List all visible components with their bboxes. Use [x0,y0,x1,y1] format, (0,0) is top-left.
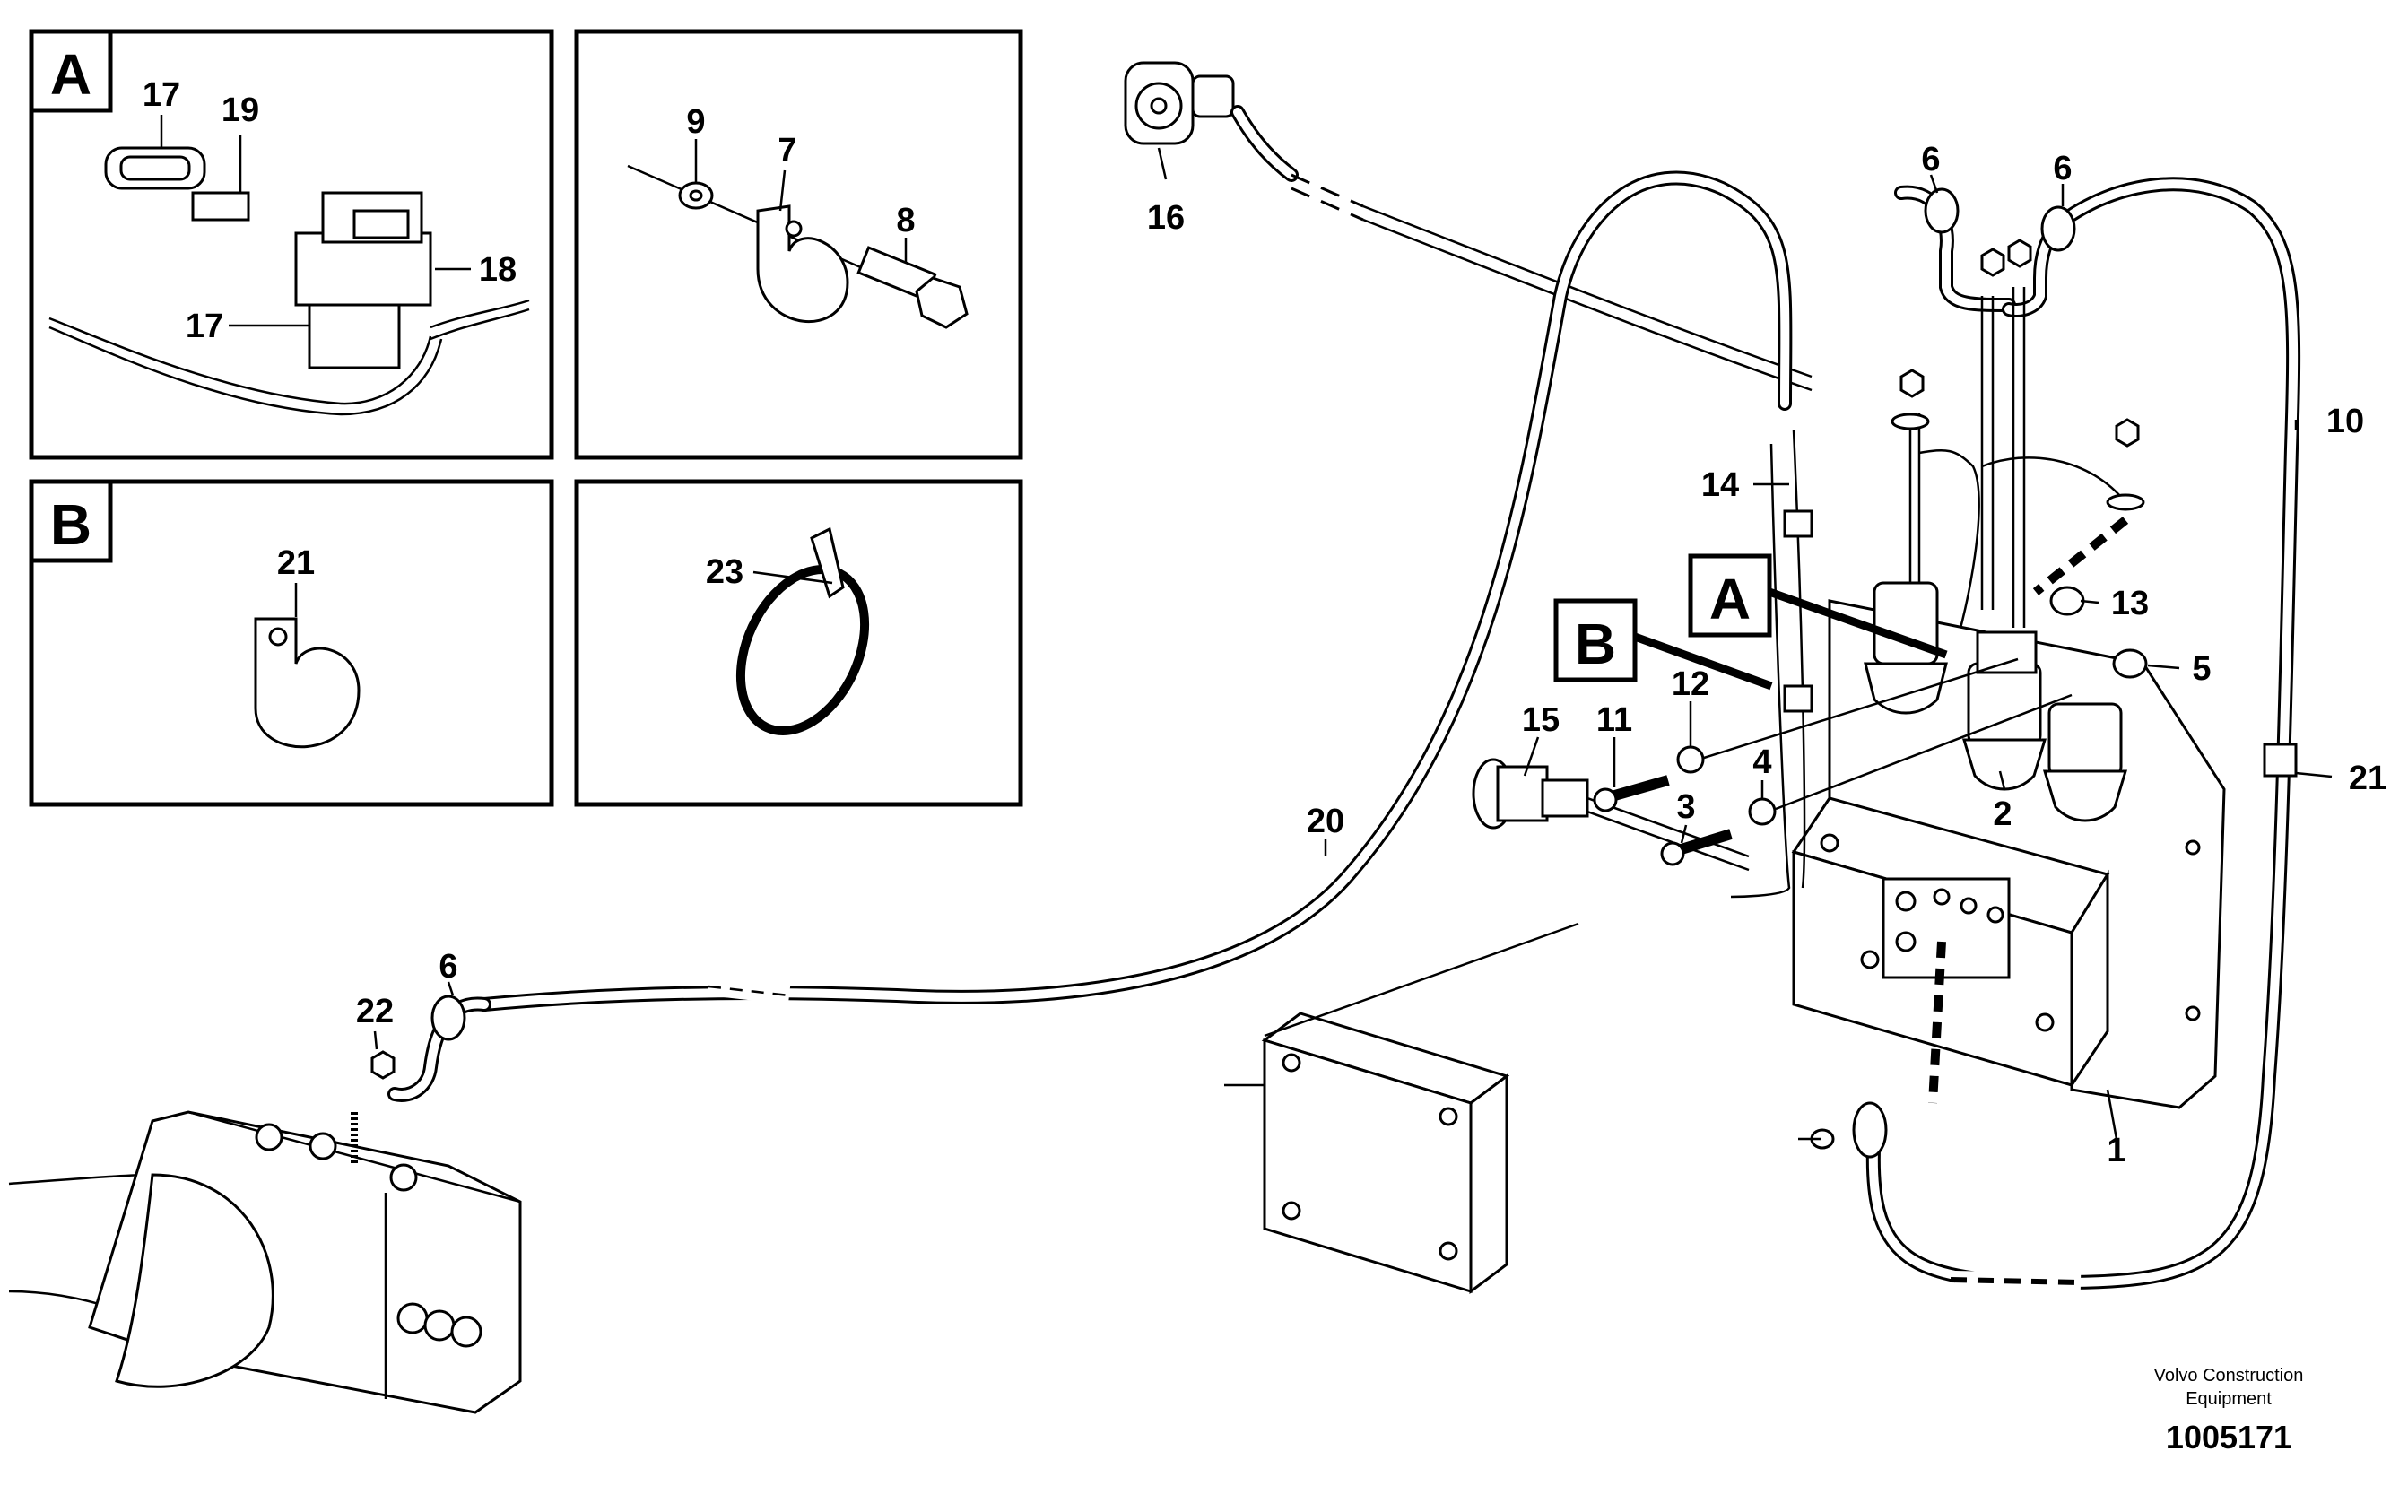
label-3: 3 [1676,788,1695,826]
label-12: 12 [1672,665,1709,703]
label-2: 2 [1993,795,2012,833]
label-9: 9 [686,103,705,141]
label-13: 13 [2111,585,2149,622]
label-19: 19 [222,91,259,129]
label-16: 16 [1147,199,1185,237]
label-20: 20 [1307,803,1344,840]
detail-panel-a: A 17 19 18 17 [29,29,554,460]
label-6-bottom: 6 [439,948,457,986]
label-21: 21 [2349,760,2386,797]
label-6-top-left: 6 [1921,141,1940,178]
main-callout-b: B [1575,612,1616,676]
label-11: 11 [1596,701,1632,739]
label-6-top-right: 6 [2053,150,2072,187]
footer-line1: Volvo Construction [2154,1366,2304,1386]
label-17-bottom: 17 [186,308,223,345]
label-21-detail: 21 [277,544,315,582]
cover [1261,1012,1510,1294]
engine-component [8,1110,522,1414]
label-8: 8 [896,202,915,239]
label-10: 10 [2326,403,2364,440]
footer: Volvo Construction Equipment 1005171 [2154,1366,2304,1456]
main-assembly: A B 1 2 3 4 5 6 6 6 10 1 [8,61,2386,1414]
label-22: 22 [356,993,394,1030]
main-callout-a: A [1709,567,1751,631]
relay-right [2042,702,2128,822]
label-14: 14 [1701,466,1739,504]
label-4: 4 [1752,743,1771,781]
label-15: 15 [1522,701,1560,739]
footer-line2: Equipment [2186,1389,2272,1409]
label-17-top: 17 [143,76,180,114]
detail-panel-clip: 9 7 8 [574,29,1023,460]
junction-box [1791,796,2110,1104]
label-7: 7 [778,132,796,169]
label-18: 18 [479,251,517,289]
label-5: 5 [2192,650,2211,688]
connector-16 [1124,61,1235,145]
figure-number: 1005171 [2166,1419,2291,1456]
relay-2 [1961,630,2047,791]
detail-panel-tie: 23 [574,479,1023,807]
detail-a-tag: A [50,42,91,107]
label-23: 23 [706,553,743,591]
detail-b-tag: B [50,492,91,557]
connector-15 [1472,758,1750,872]
label-1: 1 [2107,1132,2125,1169]
detail-panel-b: B 21 [29,479,554,807]
